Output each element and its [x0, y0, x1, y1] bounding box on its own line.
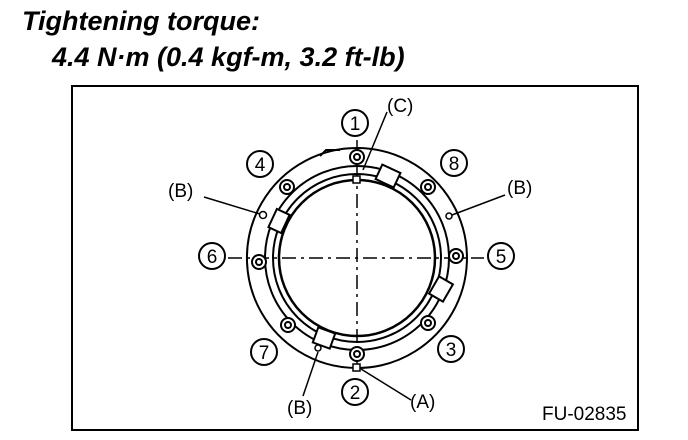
bolt-number-6: 6	[207, 247, 218, 268]
ring-tab	[374, 163, 402, 189]
bolt-number-3: 3	[446, 340, 457, 361]
bolt	[420, 315, 436, 331]
ring-tab	[427, 274, 455, 304]
alignment-mark-a	[352, 363, 361, 372]
bolt	[251, 254, 267, 270]
label-a: (A)	[410, 392, 435, 413]
torque-value: 4.4 N·m (0.4 kgf-m, 3.2 ft-lb)	[52, 42, 405, 72]
bolt-number-8: 8	[449, 154, 460, 175]
bolt-number-1: 1	[350, 114, 361, 135]
bolt-number-5: 5	[496, 247, 507, 268]
pin-hole	[258, 210, 268, 220]
bolt	[349, 149, 365, 165]
label-b-bottom: (B)	[287, 398, 312, 419]
leader-lines	[203, 111, 506, 401]
bolt-number-circles	[198, 109, 515, 406]
label-b-right: (B)	[507, 178, 532, 199]
torque-title: Tightening torque:	[22, 6, 260, 36]
figure-code: FU-02835	[542, 404, 627, 425]
bolt	[448, 248, 464, 264]
bolt-group	[251, 149, 464, 362]
bolt	[279, 179, 295, 195]
ring-tab	[311, 326, 337, 350]
bolt-number-7: 7	[259, 343, 270, 364]
label-c: (C)	[387, 96, 413, 117]
bolt	[280, 317, 296, 333]
bolt-number-2: 2	[350, 383, 361, 404]
ring-tab	[267, 207, 291, 235]
flange-notch	[319, 149, 340, 157]
figure-frame	[71, 85, 639, 431]
alignment-mark-c	[352, 175, 361, 184]
pin-hole	[314, 344, 322, 352]
label-b-left: (B)	[168, 181, 193, 202]
bolt-number-4: 4	[255, 155, 266, 176]
bolt	[349, 346, 365, 362]
bolt	[420, 179, 436, 195]
pin-hole	[445, 212, 453, 220]
